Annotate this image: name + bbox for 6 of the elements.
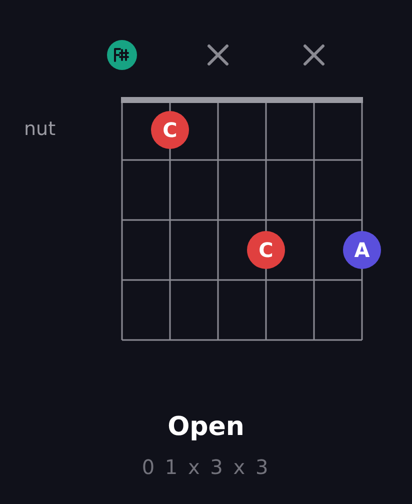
note-marker: C [247,231,285,269]
note-marker: A [343,231,381,269]
note-marker: C [151,111,189,149]
fingering-label: 0 1 x 3 x 3 [142,455,270,479]
nut-label: nut [24,118,56,140]
chord-title: Open [168,412,244,442]
